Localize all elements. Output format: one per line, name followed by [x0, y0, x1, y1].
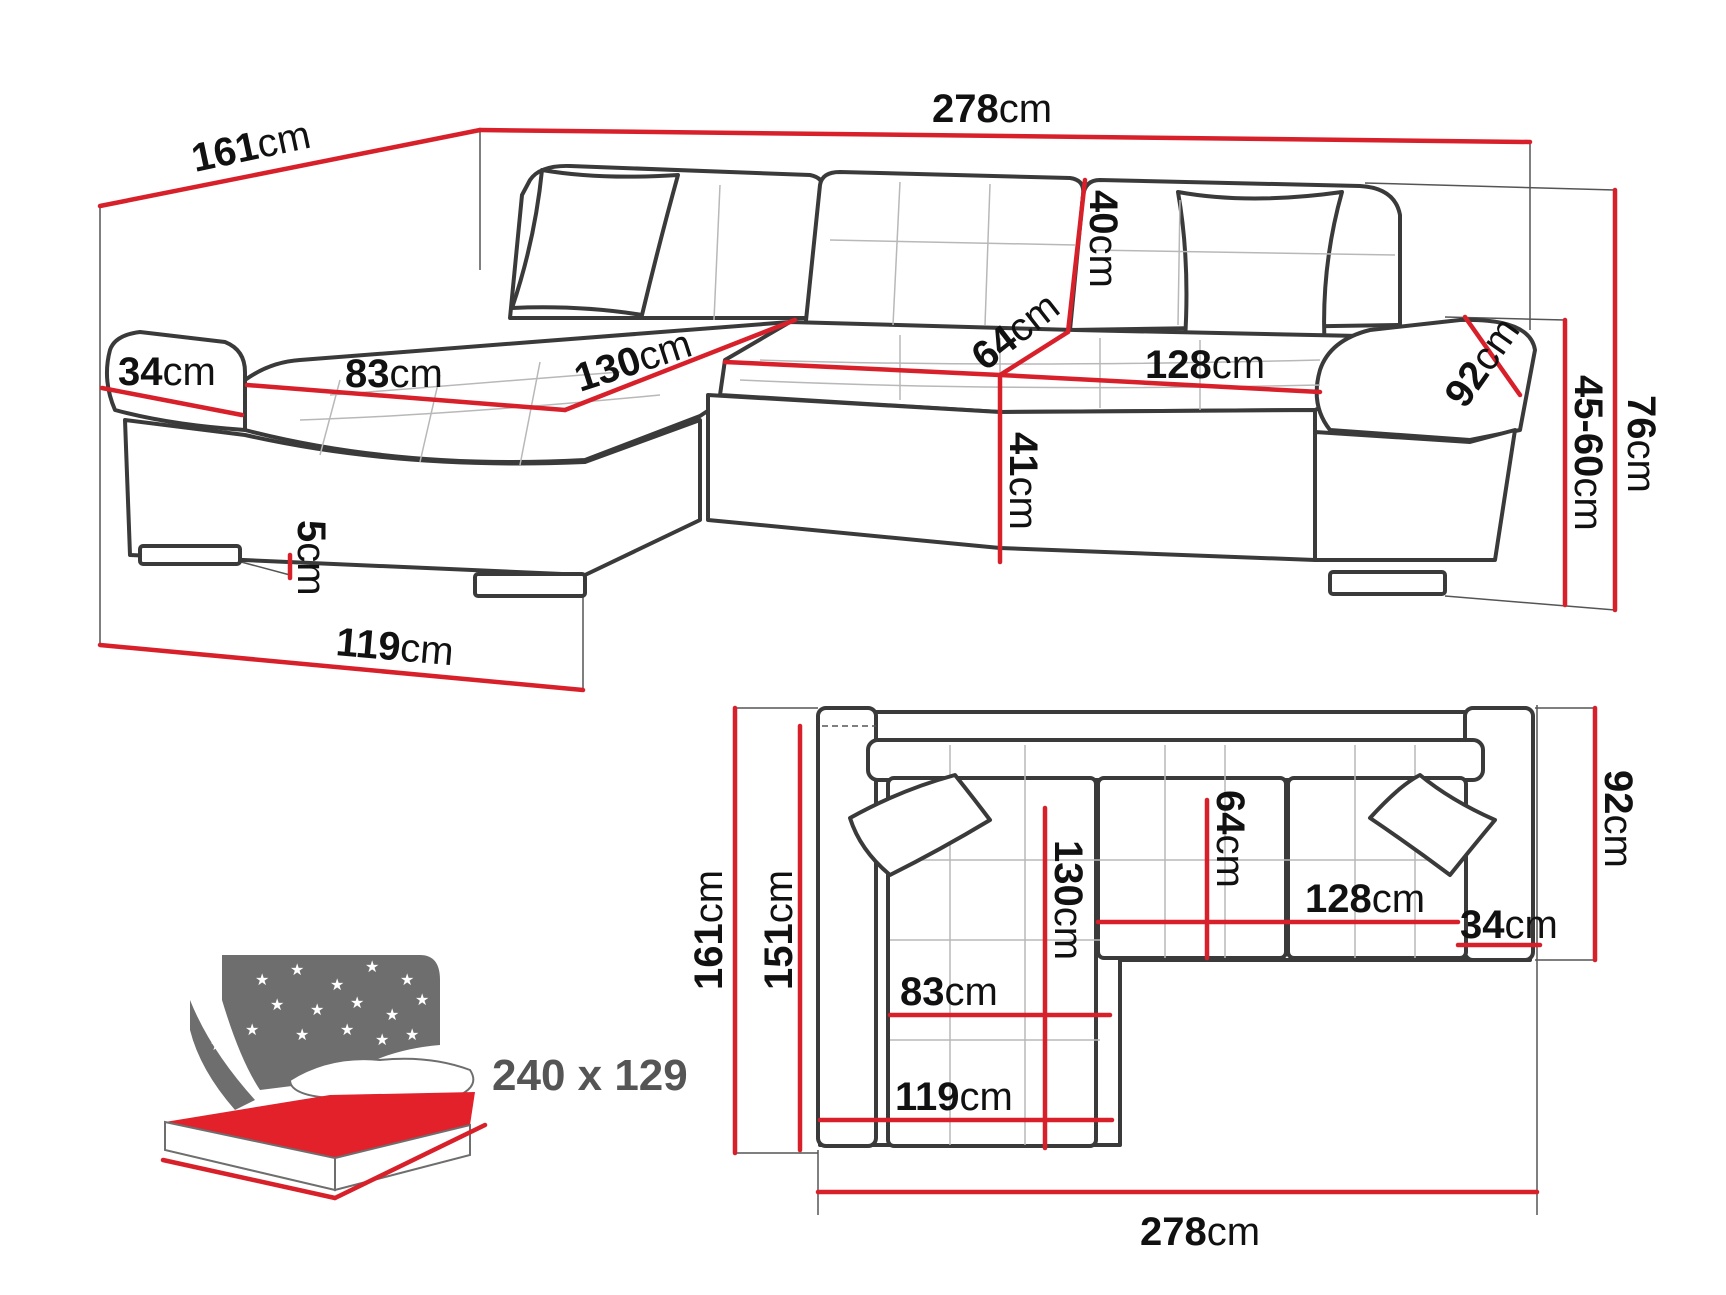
label-back-40: 40cm: [1081, 190, 1125, 288]
svg-text:★: ★: [290, 960, 304, 979]
top-view: 161cm 151cm 130cm 64cm 92cm 128cm 34cm 8…: [687, 705, 1640, 1254]
svg-text:★: ★: [415, 990, 429, 1009]
dimension-lines: [97, 127, 1618, 693]
dim-line-83: [244, 382, 568, 413]
dim-line-119: [97, 642, 586, 693]
label-arm-height-45-60: 45-60cm: [1566, 375, 1610, 531]
leg-left: [138, 544, 242, 566]
pillow-left: [510, 168, 680, 317]
dim-line-seat-front: [722, 359, 1003, 378]
label-seat-83: 83cm: [345, 352, 443, 396]
svg-text:★: ★: [400, 970, 414, 989]
label-leg-5: 5cm: [289, 520, 333, 596]
svg-text:★: ★: [365, 957, 379, 976]
svg-text:★: ★: [340, 1020, 354, 1039]
label-top-151: 151cm: [757, 870, 801, 990]
mattress-top-icon: [165, 1092, 475, 1158]
label-top-128: 128cm: [1305, 877, 1425, 921]
svg-text:★: ★: [230, 1055, 244, 1074]
label-top-64: 64cm: [1208, 790, 1252, 888]
svg-text:★: ★: [255, 970, 269, 989]
pillow-top-right: [1368, 773, 1497, 877]
label-top-92: 92cm: [1596, 770, 1640, 868]
label-top-278: 278cm: [1140, 1210, 1260, 1254]
dim-line-130: [562, 317, 798, 413]
leg-middle: [473, 572, 587, 598]
chaise-base: [123, 418, 702, 577]
svg-text:★: ★: [330, 975, 344, 994]
svg-text:★: ★: [310, 1000, 324, 1019]
label-height-76: 76cm: [1619, 395, 1663, 493]
dim-line-92: [1462, 314, 1523, 398]
label-top-34: 34cm: [1460, 903, 1558, 947]
chaise-armrest: [104, 330, 247, 432]
pillow-right: [1176, 190, 1344, 354]
label-seat-128: 128cm: [1145, 343, 1265, 387]
dimension-labels: 161cm 278cm 34cm 83cm 130cm 40cm 64cm 12…: [118, 87, 1663, 674]
svg-text:★: ★: [350, 993, 364, 1012]
bed-length-arrow: [160, 1157, 338, 1201]
svg-text:★: ★: [270, 995, 284, 1014]
label-depth-161: 161cm: [188, 113, 315, 181]
svg-text:★: ★: [245, 1020, 259, 1039]
dim-line-40: [1065, 177, 1088, 335]
svg-text:★: ★: [375, 1030, 389, 1049]
dim-line-161: [97, 127, 483, 209]
svg-text:★: ★: [385, 1005, 399, 1024]
label-armrest-34: 34cm: [118, 350, 216, 394]
pillow-top-left: [848, 773, 992, 877]
dim-line-278: [477, 127, 1533, 145]
seat-middle-top: [1096, 776, 1288, 960]
label-seat-height-41: 41cm: [1001, 432, 1045, 530]
dim-line-128: [997, 372, 1323, 395]
right-armrest-base: [1313, 428, 1517, 562]
back-top: [866, 738, 1485, 782]
moon-arc-icon: [190, 1000, 255, 1110]
label-top-130: 130cm: [1046, 840, 1090, 960]
right-armrest: [1314, 317, 1537, 442]
leg-right: [1328, 570, 1447, 596]
label-width-119: 119cm: [334, 620, 455, 674]
mattress-side-icon: [164, 1120, 471, 1192]
stars-icon: ★★★ ★★★ ★★★ ★★★ ★★★ ★★: [210, 957, 429, 1074]
svg-text:★: ★: [405, 1025, 419, 1044]
dim-line-34: [99, 385, 245, 418]
top-dimension-labels: 161cm 151cm 130cm 64cm 92cm 128cm 34cm 8…: [687, 770, 1640, 1254]
svg-text:★: ★: [295, 1025, 309, 1044]
perspective-view: 161cm 278cm 34cm 83cm 130cm 40cm 64cm 12…: [97, 87, 1663, 693]
label-top-83: 83cm: [900, 970, 998, 1014]
svg-text:★: ★: [210, 1035, 224, 1054]
top-dimension-lines: [732, 705, 1598, 1195]
label-width-278: 278cm: [932, 87, 1052, 131]
sleeping-function-icon: ★★★ ★★★ ★★★ ★★★ ★★★ ★★ 240 x 129: [160, 955, 688, 1201]
sleeping-area-label: 240 x 129: [492, 1051, 688, 1100]
sofa-perspective: [104, 163, 1537, 598]
label-top-119: 119cm: [895, 1075, 1013, 1119]
dim-line-64: [997, 329, 1071, 378]
bed-width-arrow: [332, 1122, 488, 1201]
top-guide-lines: [735, 705, 1595, 1215]
night-sky-icon: [222, 955, 440, 1090]
label-top-161: 161cm: [687, 870, 731, 990]
